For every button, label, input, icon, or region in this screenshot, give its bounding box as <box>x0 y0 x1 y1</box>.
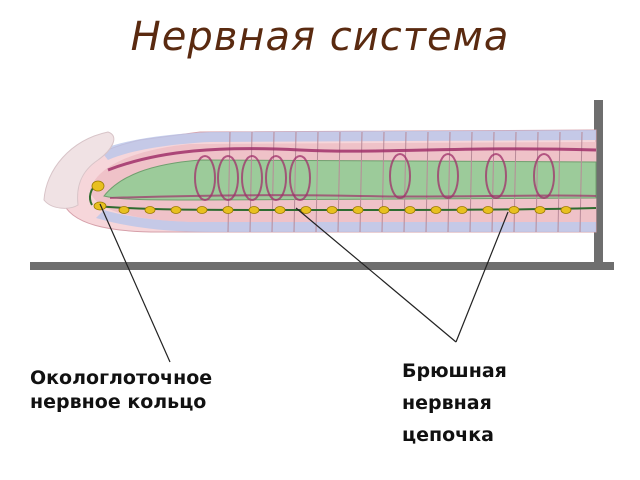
ring-vessels <box>194 153 555 201</box>
pointer-line-cord-1 <box>295 207 457 343</box>
dorsal-blood-vessel <box>107 147 597 172</box>
frame-shadow <box>30 262 614 270</box>
frame-shadow-right <box>594 100 603 270</box>
label-ventral-line-3: цепочка <box>402 424 494 446</box>
pointer-line-ring <box>99 203 171 363</box>
label-ventral-line-1: Брюшная <box>402 360 507 382</box>
label-pharyngeal-line-2: нервное кольцо <box>30 391 207 413</box>
ventral-blood-vessel <box>109 194 597 199</box>
head-tissue <box>43 131 115 209</box>
intestine <box>103 159 597 201</box>
label-pharyngeal-nerve-ring: Окологлоточное нервное кольцо <box>30 366 212 414</box>
label-ventral-line-2: нервная <box>402 392 492 414</box>
label-pharyngeal-line-1: Окологлоточное <box>30 367 213 389</box>
page-title: Нервная система <box>130 14 510 60</box>
worm-lower-muscle <box>96 210 596 232</box>
ventral-ganglia <box>118 206 572 214</box>
label-ventral-nerve-cord: Брюшная нервная цепочка <box>402 355 507 451</box>
pointer-line-cord-2 <box>455 211 509 343</box>
pharyngeal-nerve-ring <box>89 180 107 211</box>
